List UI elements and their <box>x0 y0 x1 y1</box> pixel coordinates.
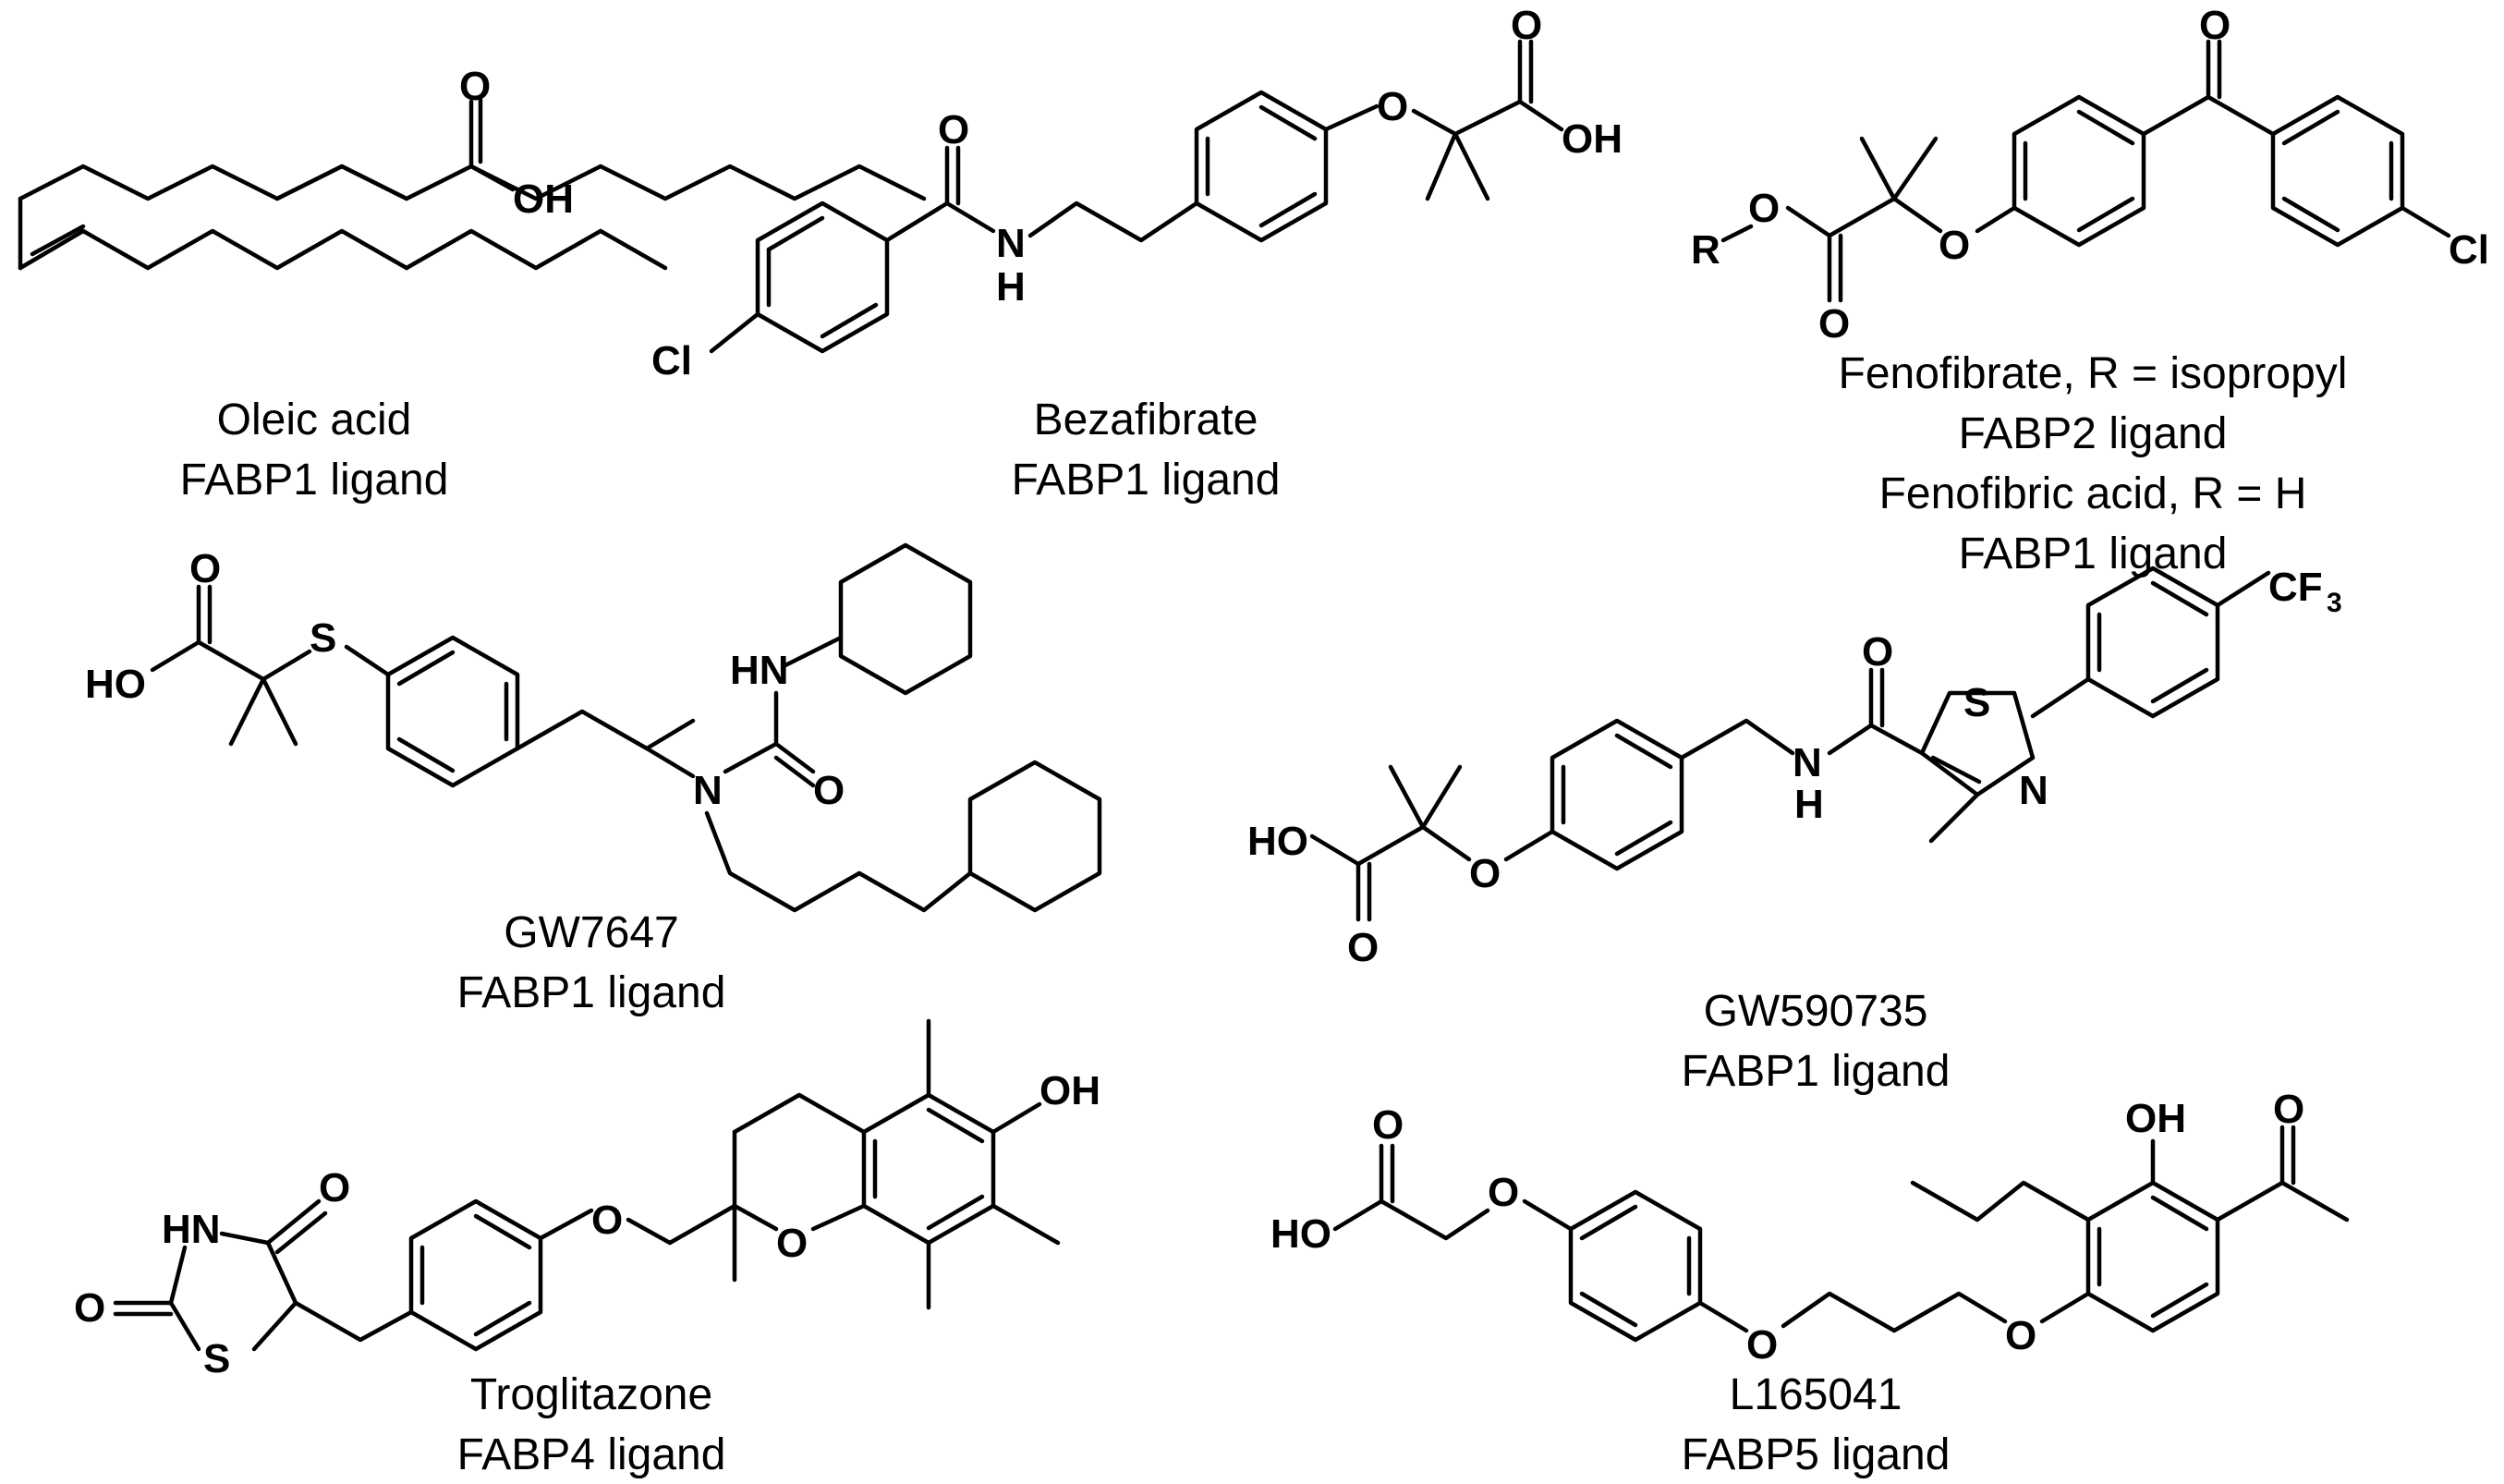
feno-o-ketone: O <box>2199 3 2231 48</box>
l165-ligand: FABP5 ligand <box>1682 1430 1951 1479</box>
feno-line3: Fenofibric acid, R = H <box>1879 469 2307 518</box>
feno-r-label: R <box>1691 227 1720 273</box>
l165-o-ether2: O <box>1746 1322 1778 1368</box>
oleic-name: Oleic acid <box>217 395 412 444</box>
gw590-ho-label: HO <box>1247 819 1308 864</box>
trog-o-top: O <box>319 1165 350 1210</box>
gw7647-hn-label: HN <box>730 648 789 693</box>
oleic-acid-structure: O OH Oleic acid FABP1 ligand <box>18 64 927 505</box>
feno-o-carbonyl: O <box>1818 301 1850 347</box>
gw590-cf-label: CF <box>2268 565 2323 610</box>
beza-n-label: N <box>996 221 1026 266</box>
beza-o-amide: O <box>938 107 969 152</box>
trog-ligand: FABP4 ligand <box>457 1430 726 1479</box>
beza-h-label: H <box>996 264 1026 310</box>
gw590-n-label: N <box>1793 740 1822 785</box>
beza-name: Bezafibrate <box>1034 395 1258 444</box>
gw590-n-ring: N <box>2019 768 2048 813</box>
gw590-o-acid: O <box>1347 925 1379 970</box>
gw7647-name: GW7647 <box>504 908 678 957</box>
gw590-s-label: S <box>1963 680 1990 725</box>
beza-cl-label: Cl <box>651 338 692 383</box>
feno-line4: FABP1 ligand <box>1959 529 2228 578</box>
oleic-ligand: FABP1 ligand <box>180 456 449 505</box>
gw7647-o-urea: O <box>813 768 845 813</box>
troglitazone-structure: HN O S O O O OH Troglitazon <box>74 1018 1100 1479</box>
gw7647-ho-label: HO <box>85 662 146 707</box>
trog-s-label: S <box>203 1336 230 1381</box>
feno-o-ether: O <box>1939 223 1970 268</box>
gw590735-structure: HO O O N H O S N CF 3 GW590735 <box>1247 565 2342 1096</box>
l165-name: L165041 <box>1730 1370 1902 1419</box>
gw590-o-ether: O <box>1469 851 1501 896</box>
l165-o-ketone: O <box>2273 1087 2304 1132</box>
feno-line2: FABP2 ligand <box>1959 409 2228 458</box>
l165-oh-label: OH <box>2125 1096 2186 1141</box>
trog-hn-label: HN <box>162 1207 221 1252</box>
l165-o-ether3: O <box>2005 1313 2036 1358</box>
gw7647-o-acid: O <box>189 546 221 591</box>
beza-o-acid: O <box>1511 3 1542 48</box>
oleic-o-label: O <box>459 64 491 109</box>
fenofibrate-structure: R O O O O Cl Fenofibrate, R = isopropyl … <box>1691 3 2489 578</box>
gw590-o-amide: O <box>1862 629 1893 675</box>
gw590-ligand: FABP1 ligand <box>1682 1047 1951 1096</box>
beza-ligand: FABP1 ligand <box>1012 456 1281 505</box>
l165-o-acid: O <box>1372 1102 1404 1148</box>
oleic-oh-label: OH <box>513 176 574 222</box>
gw7647-s-label: S <box>310 615 336 661</box>
trog-o-ring: O <box>776 1221 808 1266</box>
trog-o-left: O <box>74 1285 105 1331</box>
bezafibrate-structure: Cl O N H O O OH Bezafibrate FABP1 ligand <box>651 3 1623 505</box>
gw7647-ligand: FABP1 ligand <box>457 968 726 1017</box>
feno-line1: Fenofibrate, R = isopropyl <box>1839 349 2348 398</box>
gw7647-n-label: N <box>693 768 723 813</box>
feno-cl-label: Cl <box>2449 227 2489 273</box>
beza-o-ether: O <box>1377 84 1408 129</box>
trog-oh-label: OH <box>1039 1068 1100 1113</box>
beza-oh-label: OH <box>1562 116 1623 162</box>
l165-ho-label: HO <box>1270 1211 1331 1257</box>
gw7647-structure: HO O S N O HN GW7647 FABP1 ligand <box>85 542 1102 1017</box>
l165041-structure: HO O O O O OH O L165041 FABP5 ligand <box>1270 1087 2350 1479</box>
feno-o-ester: O <box>1748 186 1780 231</box>
gw590-h-label: H <box>1794 782 1824 827</box>
trog-name: Troglitazone <box>470 1370 712 1419</box>
trog-o-ether: O <box>591 1198 623 1243</box>
gw590-cf3-subscript: 3 <box>2327 588 2342 618</box>
l165-o-ether1: O <box>1488 1170 1519 1215</box>
gw590-name: GW590735 <box>1704 987 1928 1036</box>
